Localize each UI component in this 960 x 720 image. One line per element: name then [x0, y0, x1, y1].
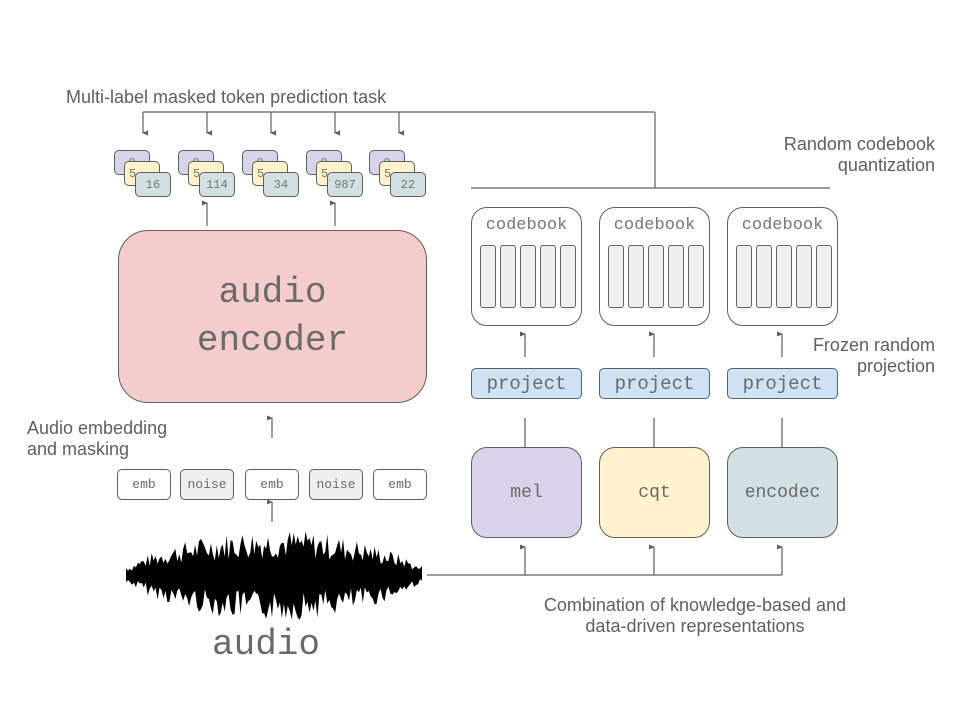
feature-cqt-block: cqt — [599, 447, 710, 538]
codebook-title: codebook — [741, 216, 824, 235]
audio-waveform-icon — [126, 531, 422, 620]
audio-label: audio — [212, 624, 321, 665]
embedding-label: Audio embedding and masking — [27, 418, 167, 460]
codebook-entry — [628, 245, 644, 308]
embedding-label-line1: Audio embedding — [27, 418, 168, 438]
audio-encoder-line1: audio — [218, 271, 327, 313]
codebook-block: codebook — [471, 207, 582, 326]
combination-label-line2: data-driven representations — [585, 616, 805, 636]
codebook-block: codebook — [599, 207, 710, 326]
codebook-entry — [668, 245, 684, 308]
codebook-entry — [756, 245, 772, 308]
combination-label: Combination of knowledge-based and data-… — [500, 595, 890, 637]
token-front: 987 — [327, 172, 363, 197]
projection-block: project — [471, 368, 582, 399]
projection-block: project — [599, 368, 710, 399]
feature-encodec-block: encodec — [727, 447, 838, 538]
codebook-title: codebook — [613, 216, 696, 235]
token-front: 34 — [263, 172, 299, 197]
token-front: 16 — [135, 172, 171, 197]
noise-token: noise — [309, 469, 363, 500]
quantization-label-line2: quantization — [837, 155, 935, 175]
audio-encoder-block: audio encoder — [118, 230, 427, 403]
codebook-entry — [816, 245, 832, 308]
codebook-block: codebook — [727, 207, 838, 326]
projection-block: project — [727, 368, 838, 399]
embedding-token: emb — [117, 469, 171, 500]
embedding-token: emb — [245, 469, 299, 500]
codebook-entry — [648, 245, 664, 308]
codebook-entry — [688, 245, 704, 308]
noise-token: noise — [180, 469, 234, 500]
codebook-entry — [540, 245, 556, 308]
codebook-entry — [500, 245, 516, 308]
codebook-title: codebook — [485, 216, 568, 235]
combination-label-line1: Combination of knowledge-based and — [543, 595, 847, 615]
codebook-entry — [480, 245, 496, 308]
token-front: 22 — [390, 172, 426, 197]
codebook-entry — [776, 245, 792, 308]
codebook-entry — [736, 245, 752, 308]
embedding-label-line2: and masking — [27, 439, 130, 459]
audio-encoder-line2: encoder — [196, 319, 349, 361]
codebook-entry — [560, 245, 576, 308]
projection-label: Frozen random projection — [813, 335, 935, 377]
quantization-label-line1: Random codebook — [783, 134, 935, 154]
feature-mel-block: mel — [471, 447, 582, 538]
projection-label-line1: Frozen random — [812, 335, 935, 355]
task-label: Multi-label masked token prediction task — [66, 87, 387, 107]
codebook-entry — [520, 245, 536, 308]
quantization-label: Random codebook quantization — [784, 134, 935, 176]
codebook-entry — [608, 245, 624, 308]
token-front: 114 — [199, 172, 235, 197]
codebook-entry — [796, 245, 812, 308]
embedding-token: emb — [373, 469, 427, 500]
projection-label-line2: projection — [856, 356, 935, 376]
